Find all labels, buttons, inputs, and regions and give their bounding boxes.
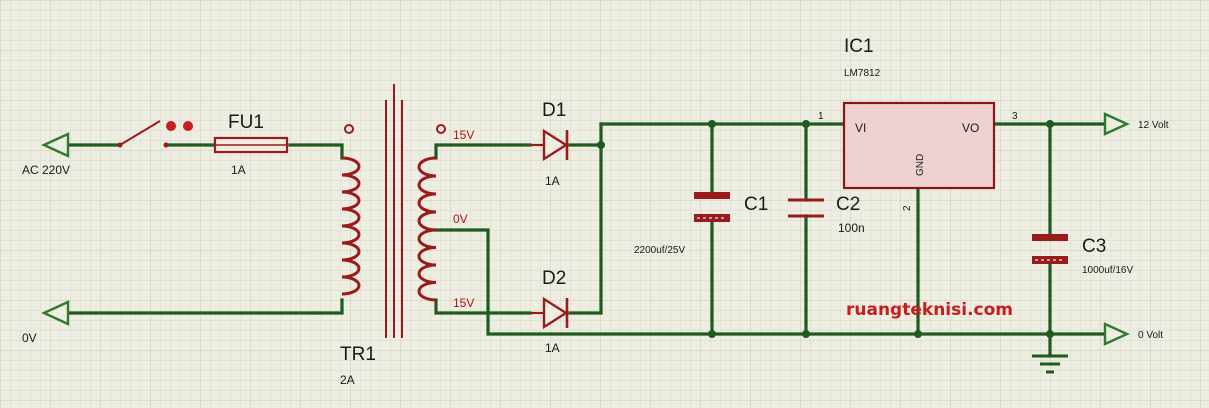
output-0v-label: 0 Volt: [1138, 330, 1163, 341]
transformer-ref: TR1: [340, 344, 376, 365]
ac-input-label: AC 220V: [22, 163, 70, 177]
tap-bottom-label: 15V: [453, 296, 474, 310]
tap-top-label: 15V: [453, 128, 474, 142]
transformer-tr1[interactable]: [341, 84, 446, 338]
cap1-ref: C1: [744, 194, 768, 215]
output-0v-terminal[interactable]: [1103, 322, 1130, 346]
watermark: ruangteknisi.com: [846, 300, 1013, 320]
ac-input-terminal[interactable]: [41, 132, 70, 158]
fuse-ref: FU1: [228, 112, 264, 133]
ic-pin3-number: 3: [1012, 111, 1018, 122]
diode1-ref: D1: [542, 100, 566, 121]
cap2-value: 100n: [838, 221, 865, 235]
ic-pin-vo: VO: [962, 121, 979, 135]
diode1-value: 1A: [545, 174, 560, 188]
ic-ref: IC1: [844, 36, 874, 57]
output-12v-terminal[interactable]: [1103, 112, 1130, 136]
fuse-fu1[interactable]: [213, 136, 289, 154]
zero-input-label: 0V: [22, 331, 37, 345]
ic-pin-gnd: GND: [915, 154, 926, 176]
regulator-ic1[interactable]: [842, 101, 996, 190]
zero-input-terminal[interactable]: [41, 300, 70, 326]
junction-dots: [597, 120, 1054, 338]
transformer-value: 2A: [340, 373, 355, 387]
capacitor-c2[interactable]: [788, 198, 824, 218]
diode-d1[interactable]: [530, 128, 569, 162]
output-12v-label: 12 Volt: [1138, 120, 1169, 131]
diode2-ref: D2: [542, 268, 566, 289]
capacitor-c1[interactable]: [694, 192, 730, 222]
ic-pin1-number: 1: [818, 111, 824, 122]
ic-pin2-number: 2: [902, 205, 913, 211]
cap3-ref: C3: [1082, 236, 1106, 257]
cap3-value: 1000uf/16V: [1082, 265, 1133, 276]
tap-center-label: 0V: [453, 212, 468, 226]
ic-part: LM7812: [844, 68, 881, 79]
fuse-value: 1A: [231, 163, 246, 177]
capacitor-c3[interactable]: [1032, 234, 1068, 264]
cap1-value: 2200uf/25V: [634, 245, 685, 256]
diode2-value: 1A: [545, 341, 560, 355]
ground-icon: [1032, 354, 1068, 374]
diode-d2[interactable]: [530, 296, 569, 330]
switch[interactable]: [117, 120, 194, 148]
cap2-ref: C2: [836, 194, 860, 215]
wires: [66, 122, 1107, 358]
ic-pin-vi: VI: [855, 121, 866, 135]
